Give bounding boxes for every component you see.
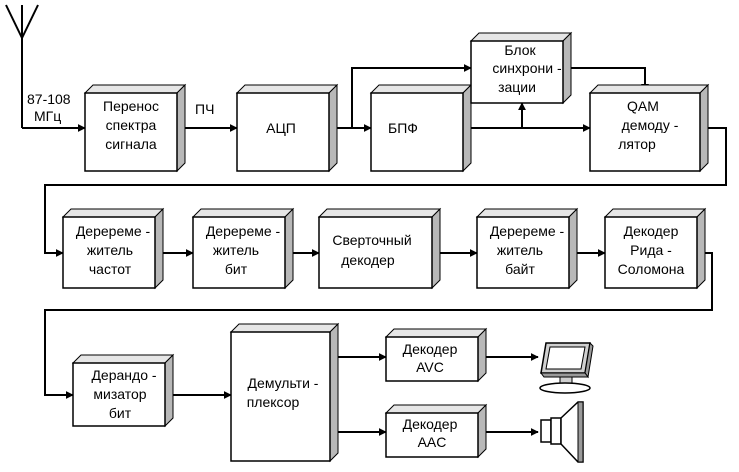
link-qam-freq-deint <box>44 127 727 257</box>
block-qam-line3: лятор <box>618 136 656 152</box>
freq-label-line2: МГц <box>34 108 61 124</box>
block-reed-solomon-decoder: Декодер Рида - Соломона <box>603 207 707 290</box>
block-byte-deinterleaver: Деpереме - житель байт <box>475 207 579 290</box>
block-qam-demodulator: QAM демоду - лятор <box>588 83 710 173</box>
block-avc-line1: Декодер <box>403 341 458 357</box>
block-rs-line1: Декодер <box>624 223 679 239</box>
block-demux-line2: плексор <box>247 394 300 410</box>
block-bit-deint-line2: житель <box>213 242 259 258</box>
block-adc: АЦП <box>235 83 339 173</box>
block-bit-derandomizer: Дерандо - мизатор бит <box>71 353 175 428</box>
block-fft: БПФ <box>369 83 473 173</box>
monitor-icon <box>539 341 594 394</box>
block-qam-line2: демоду - <box>622 117 679 133</box>
block-convolutional-decoder: Сверточный декодер <box>317 207 442 290</box>
block-conv-dec-line2: декодер <box>341 252 395 268</box>
block-frequency-deinterleaver: Деpереме - житель частот <box>61 207 165 290</box>
block-spectrum-shift-line2: спектра <box>106 117 157 133</box>
block-fft-line1: БПФ <box>388 120 418 136</box>
block-sync: Блок синхрони - зации <box>469 31 573 105</box>
block-spectrum-shift-line3: сигнала <box>105 136 157 152</box>
block-demux-line1: Демульти - <box>248 375 319 391</box>
block-spectrum-shift: Перенос спектра сигнала <box>83 83 187 173</box>
block-byte-deint-line1: Деpереме - <box>490 223 565 239</box>
block-spectrum-shift-line1: Перенос <box>103 98 159 114</box>
block-sync-line1: Блок <box>504 42 536 58</box>
block-bit-deinterleaver: Деpереме - житель бит <box>191 207 295 290</box>
block-byte-deint-line3: байт <box>505 261 535 277</box>
link-sync-qam <box>563 67 649 92</box>
block-derand-line2: мизатор <box>93 386 146 402</box>
block-freq-deint-line2: житель <box>87 242 133 258</box>
block-bit-deint-line1: Деpереме - <box>206 223 281 239</box>
block-sync-line2: синхрони - <box>492 60 562 76</box>
block-avc-decoder: Декодер AVC <box>384 327 488 383</box>
block-demultiplexer: Демульти - плексор <box>229 322 340 463</box>
block-freq-deint-line1: Деpереме - <box>76 223 151 239</box>
block-conv-dec-line1: Сверточный <box>332 232 411 248</box>
block-rs-line2: Рида - <box>630 242 672 258</box>
block-qam-line1: QAM <box>627 98 659 114</box>
link-rs-derand <box>44 252 713 399</box>
speaker-icon <box>540 401 584 463</box>
block-aac-line1: Декодер <box>403 416 458 432</box>
link-adc-sync <box>351 64 472 128</box>
block-avc-line2: AVC <box>416 359 444 375</box>
block-aac-line2: AAC <box>418 434 447 450</box>
antenna-icon <box>5 4 39 128</box>
block-rs-line3: Соломона <box>618 261 685 277</box>
block-bit-deint-line3: бит <box>225 261 248 277</box>
block-derand-line3: бит <box>109 405 132 421</box>
freq-label-line1: 87-108 <box>27 91 71 107</box>
if-label: ПЧ <box>195 101 214 117</box>
block-freq-deint-line3: частот <box>89 261 132 277</box>
block-derand-line1: Дерандо - <box>91 367 156 383</box>
block-byte-deint-line2: житель <box>497 242 543 258</box>
block-adc-line1: АЦП <box>266 120 296 136</box>
block-aac-decoder: Декодер AAC <box>384 403 488 459</box>
block-sync-line3: зации <box>498 79 536 95</box>
